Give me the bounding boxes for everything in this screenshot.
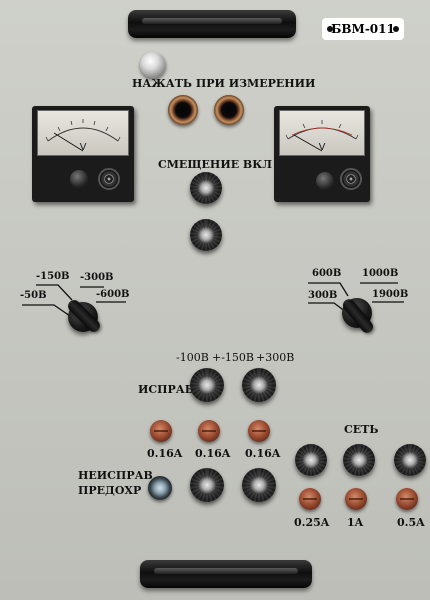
left-range-option-2: -150В — [36, 271, 70, 282]
fuse-holder-2[interactable] — [198, 420, 220, 442]
voltage-label-plusminus-150: +-150В — [212, 351, 255, 364]
network-label: СЕТЬ — [344, 423, 379, 436]
fault-knob-right[interactable] — [242, 468, 276, 502]
fuse-holder-3[interactable] — [248, 420, 270, 442]
network-fuse-rating-1: 0.25A — [294, 516, 330, 529]
fault-knob-left[interactable] — [190, 468, 224, 502]
fault-label-line1: НЕИСПРАВ — [78, 469, 153, 482]
left-range-option-4: -600В — [96, 289, 130, 300]
voltage-label-plus-300: +300В — [256, 351, 295, 364]
left-voltmeter: V — [32, 106, 134, 202]
network-knob-2[interactable] — [343, 444, 375, 476]
right-voltmeter: V — [274, 106, 370, 202]
measure-push-button[interactable] — [140, 52, 166, 78]
bias-label: СМЕЩЕНИЕ ВКЛ — [158, 158, 272, 171]
top-carry-handle — [128, 10, 296, 38]
right-meter-unit: V — [318, 142, 326, 153]
measure-button-label: НАЖАТЬ ПРИ ИЗМЕРЕНИИ — [132, 77, 316, 90]
left-meter-scale — [45, 119, 121, 152]
right-range-option-4: 1900В — [372, 289, 409, 300]
network-fuse-1[interactable] — [299, 488, 321, 510]
right-meter-scale — [285, 120, 359, 152]
fuse-rating-1: 0.16A — [147, 447, 183, 460]
fuse-holder-1[interactable] — [150, 420, 172, 442]
fuse-rating-3: 0.16A — [245, 447, 281, 460]
left-meter-connector — [98, 168, 120, 190]
ok-label: ИСПРАВ — [138, 383, 195, 396]
network-knob-3[interactable] — [394, 444, 426, 476]
network-fuse-rating-2: 1A — [347, 516, 364, 529]
right-meter-face: V — [279, 110, 365, 156]
left-range-option-1: -50В — [20, 290, 47, 301]
model-badge: БВМ-011 — [322, 18, 404, 40]
right-meter-zero-knob[interactable] — [316, 172, 334, 190]
left-meter-unit: V — [79, 142, 87, 153]
right-meter-connector — [340, 168, 362, 190]
ok-knob-left[interactable] — [190, 368, 224, 402]
right-range-option-1: 300В — [308, 290, 338, 301]
left-meter-face: V — [37, 110, 129, 156]
bias-knob-lower[interactable] — [190, 219, 222, 251]
network-knob-1[interactable] — [295, 444, 327, 476]
fuse-rating-2: 0.16A — [195, 447, 231, 460]
bottom-carry-handle — [140, 560, 312, 588]
ok-knob-right[interactable] — [242, 368, 276, 402]
fault-indicator-lamp — [148, 476, 172, 500]
model-badge-text: БВМ-011 — [331, 22, 395, 36]
left-range-selector[interactable] — [60, 292, 110, 342]
right-range-option-3: 1000В — [362, 268, 399, 279]
left-range-option-3: -300В — [80, 272, 114, 283]
voltage-label-minus-100: -100В — [176, 351, 209, 364]
bias-knob-upper[interactable] — [190, 172, 222, 204]
right-range-option-2: 600В — [312, 268, 342, 279]
fault-label-line2: ПРЕДОХР — [78, 484, 142, 497]
network-fuse-2[interactable] — [345, 488, 367, 510]
left-meter-zero-knob[interactable] — [70, 170, 88, 188]
right-range-selector[interactable] — [336, 292, 386, 342]
network-fuse-rating-3: 0.5A — [397, 516, 425, 529]
input-jack-right[interactable] — [214, 95, 244, 125]
network-fuse-3[interactable] — [396, 488, 418, 510]
input-jack-left[interactable] — [168, 95, 198, 125]
